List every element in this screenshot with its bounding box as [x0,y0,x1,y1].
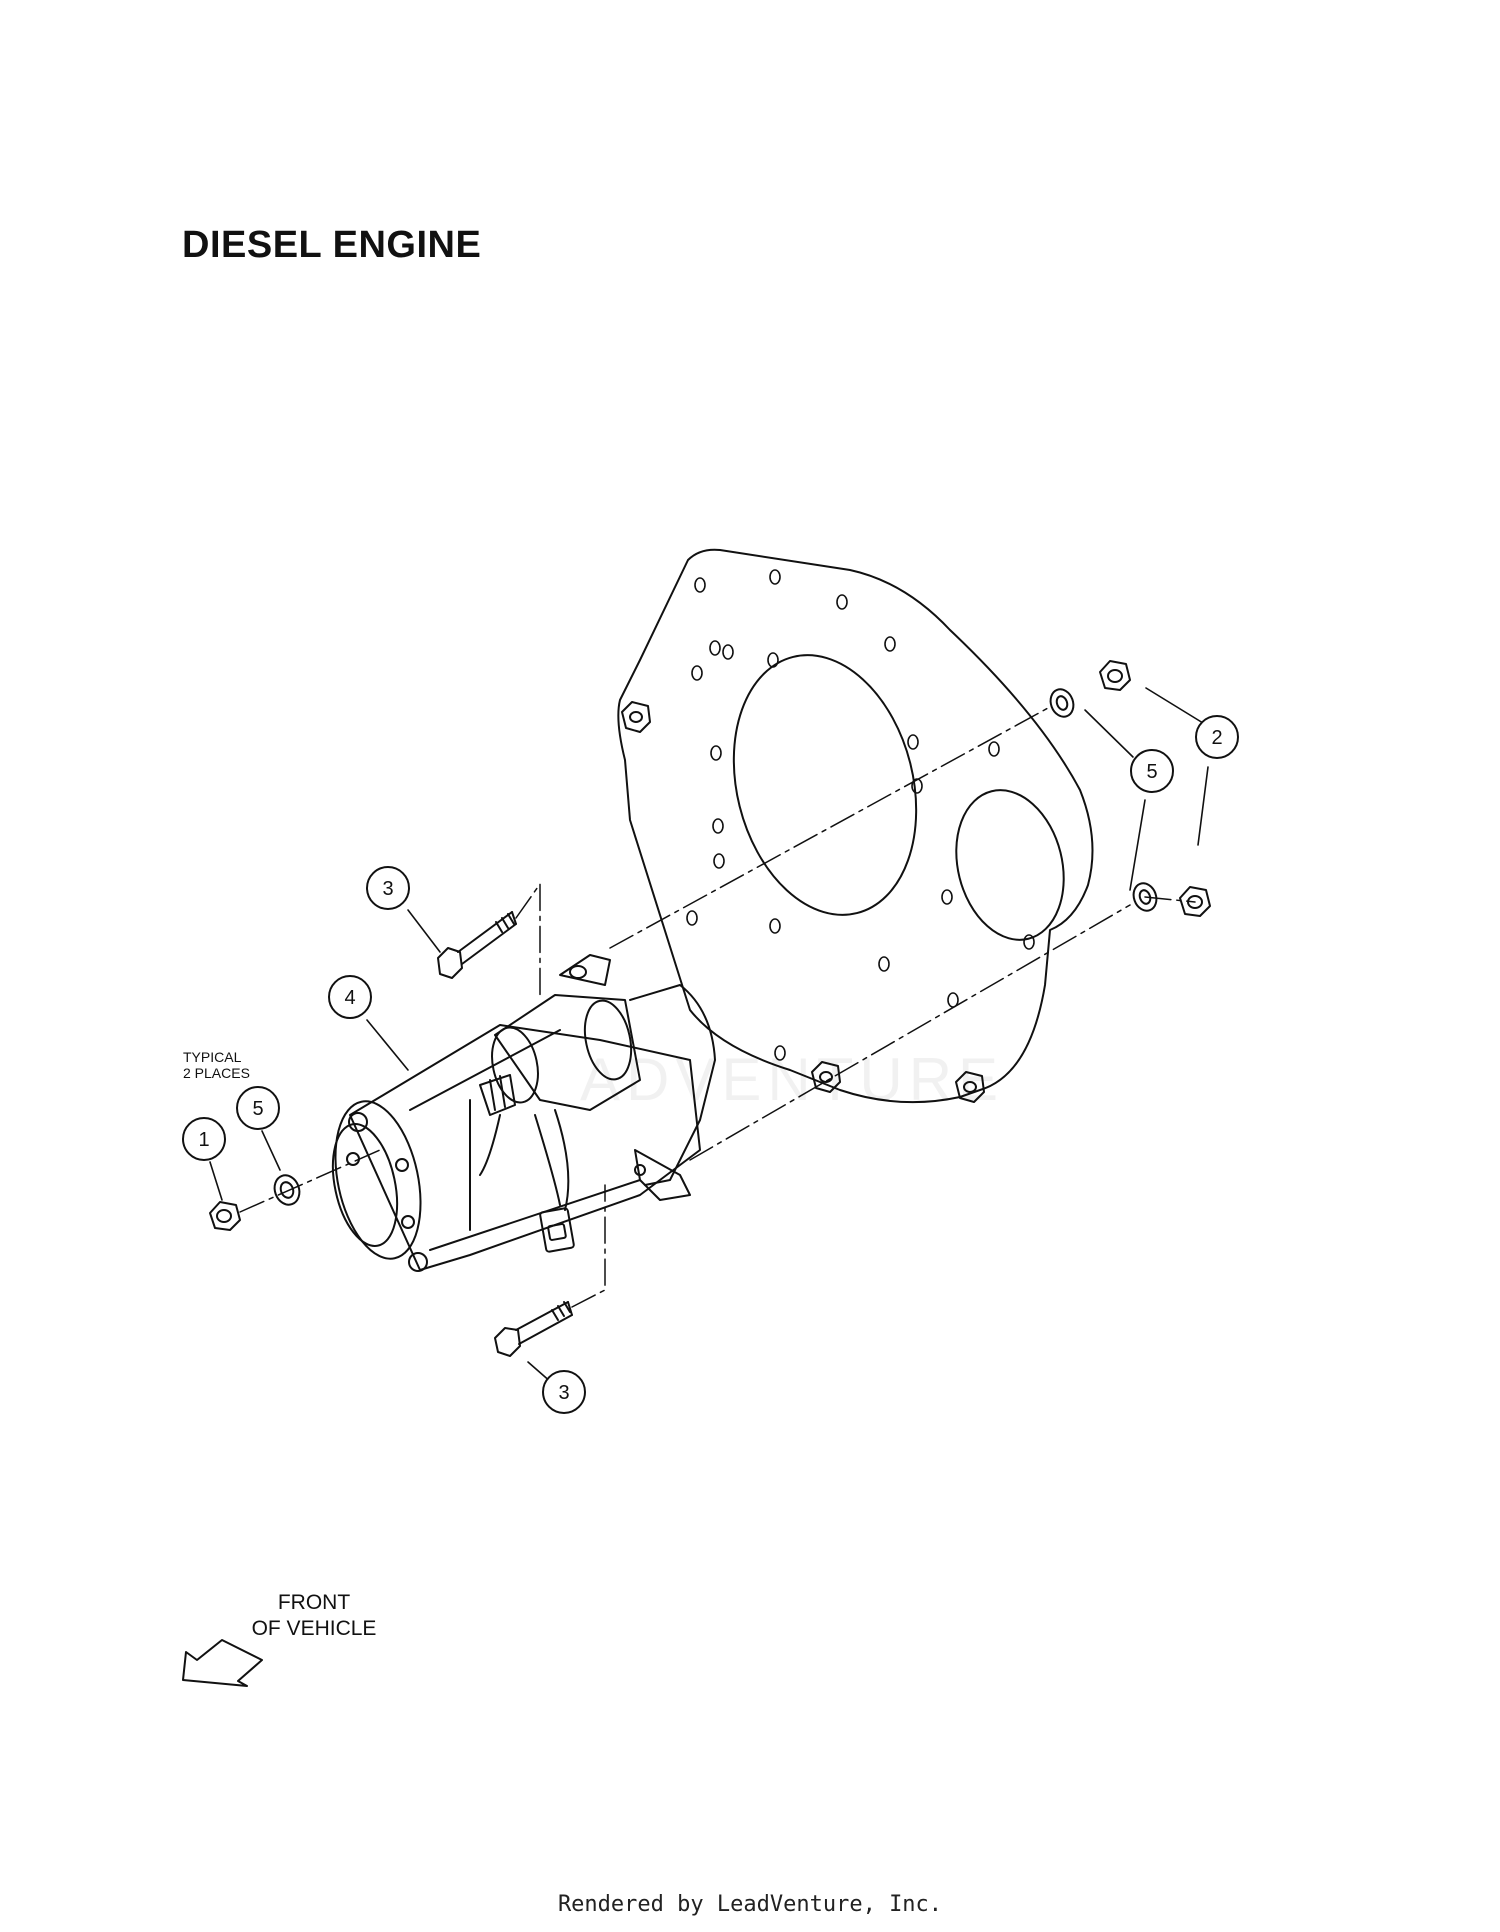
bolt-lower [494,1301,573,1357]
svg-text:2: 2 [1211,727,1222,749]
svg-text:3: 3 [558,1382,569,1404]
plate-corner-nuts [621,701,985,1103]
front-arrow-icon [182,1639,263,1687]
svg-text:3: 3 [382,878,393,900]
starter-motor [331,954,716,1272]
callout-1: 1 [182,1117,226,1161]
typical-note: TYPICAL 2 PLACES [183,1049,250,1081]
nut-left [209,1201,241,1231]
callout-4: 4 [328,975,372,1019]
footer-credit: Rendered by LeadVenture, Inc. [557,1892,943,1917]
nut-right-upper [1099,660,1131,691]
typical-note-line-1: TYPICAL [183,1049,242,1065]
callout-3-upper: 3 [366,866,410,910]
svg-text:4: 4 [344,987,355,1009]
front-label-line-2: OF VEHICLE [251,1617,377,1640]
plate-bolt-holes [686,569,1035,1061]
adapter-plate [617,548,1094,1104]
page-title: DIESEL ENGINE [182,224,482,266]
svg-text:5: 5 [252,1098,263,1120]
svg-text:1: 1 [198,1129,209,1151]
callout-5-left: 5 [236,1086,280,1130]
lock-washer-right-upper [1049,688,1075,718]
callout-5-right: 5 [1130,749,1174,793]
lock-washer-left [273,1174,301,1206]
assembly-centerlines [239,707,1196,1308]
watermark-text: ADVENTURE [580,1046,1004,1113]
callout-leaders [209,687,1209,1391]
bolt-upper [437,911,517,979]
front-label-line-1: FRONT [277,1591,351,1614]
callout-3-lower: 3 [542,1370,586,1414]
front-of-vehicle-label: FRONT OF VEHICLE [244,1590,384,1642]
callout-2: 2 [1195,715,1239,759]
svg-text:5: 5 [1146,761,1157,783]
lock-washer-right-lower [1132,882,1158,912]
typical-note-line-2: 2 PLACES [183,1065,250,1081]
